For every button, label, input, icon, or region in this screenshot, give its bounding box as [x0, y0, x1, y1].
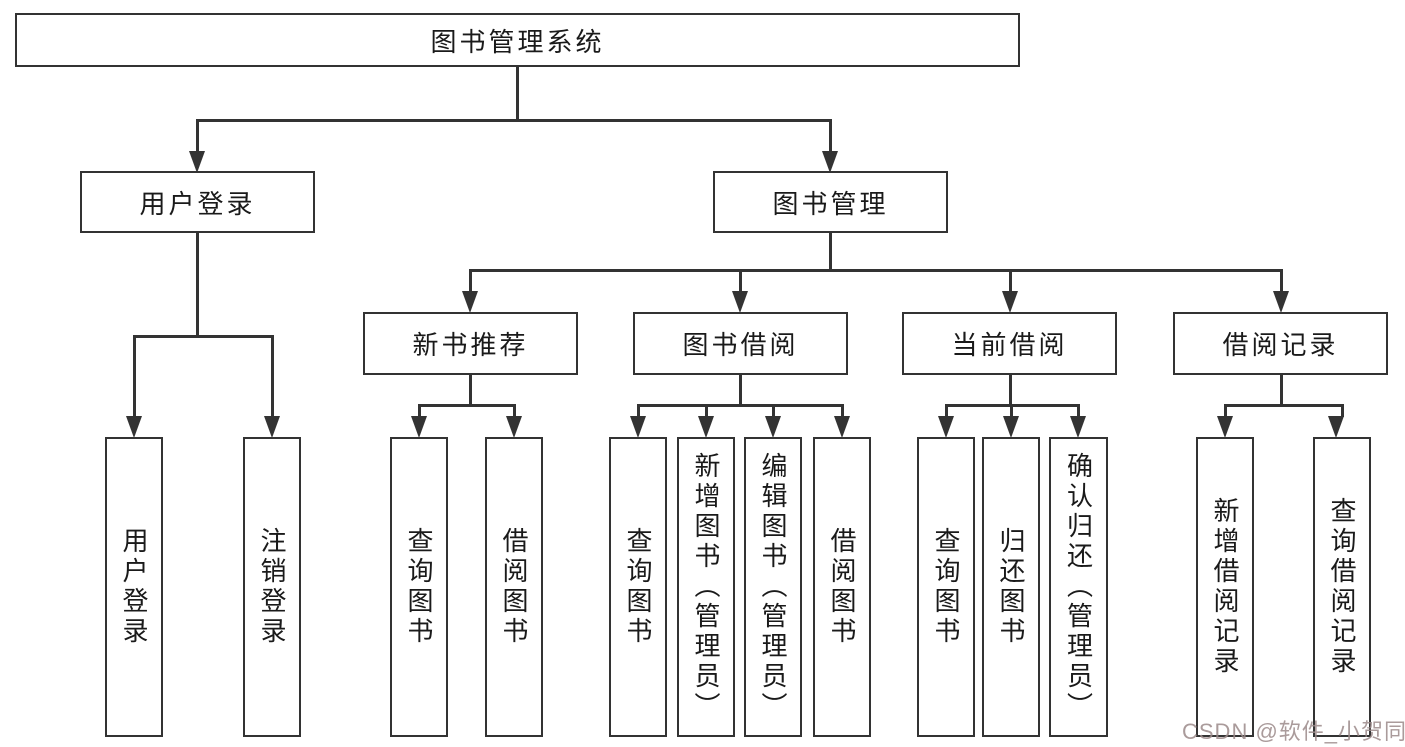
csdn-watermark: CSDN @软件_小贺同学: [1182, 719, 1405, 744]
node-user-login: 用户登录: [80, 171, 315, 233]
edge-bb-hline: [637, 404, 843, 407]
leaf-bb-add-admin: 新增图书（管理员）: [677, 437, 735, 737]
node-current-borrow: 当前借阅: [902, 312, 1117, 375]
edge-root-stem: [516, 66, 519, 120]
edge-bb-drop-2: [705, 404, 708, 417]
edge-bookmgmt-drop-1: [469, 269, 472, 294]
leaf-user-login-label: 用户登录: [119, 527, 149, 647]
edge-bb-drop-4: [841, 404, 844, 417]
edge-userlogin-stem: [196, 232, 199, 337]
node-root-label: 图书管理系统: [430, 26, 605, 57]
arrowhead-bb-edit: [765, 416, 781, 438]
leaf-bb-query-label: 查询图书: [623, 527, 653, 647]
node-new-book-recommend-label: 新书推荐: [412, 330, 529, 360]
leaf-logout-label: 注销登录: [257, 527, 287, 647]
leaf-user-login: 用户登录: [105, 437, 163, 737]
edge-bookmgmt-drop-4: [1280, 269, 1283, 294]
arrowhead-br-query: [1328, 416, 1344, 438]
edge-br-stem: [1280, 374, 1283, 406]
arrowhead-bb-query: [630, 416, 646, 438]
arrowhead-nb-borrow: [506, 416, 522, 438]
arrowhead-br-add: [1217, 416, 1233, 438]
edge-root-hline: [196, 119, 831, 122]
arrowhead-cb-query: [938, 416, 954, 438]
edge-userlogin-drop-1: [133, 335, 136, 417]
leaf-bb-borrow-label: 借阅图书: [827, 527, 857, 647]
leaf-br-add-record: 新增借阅记录: [1196, 437, 1254, 737]
node-book-management: 图书管理: [713, 171, 948, 233]
node-borrow-records-label: 借阅记录: [1222, 330, 1339, 360]
edge-newbook-drop-1: [418, 404, 421, 417]
arrowhead-leaf-logout: [264, 416, 280, 438]
edge-userlogin-drop-2: [271, 335, 274, 417]
arrowhead-leaf-userlogin: [126, 416, 142, 438]
node-book-management-label: 图书管理: [772, 188, 889, 219]
edge-bb-stem: [739, 374, 742, 406]
edge-bb-drop-3: [772, 404, 775, 417]
edge-cb-stem: [1009, 374, 1012, 406]
edge-bookmgmt-drop-3: [1009, 269, 1012, 294]
arrowhead-bb-borrow: [834, 416, 850, 438]
leaf-bb-add-admin-label: 新增图书（管理员）: [691, 452, 721, 722]
arrowhead-bookborrow: [732, 291, 748, 313]
leaf-br-query-record: 查询借阅记录: [1313, 437, 1371, 737]
leaf-cb-query: 查询图书: [917, 437, 975, 737]
leaf-newbook-query: 查询图书: [390, 437, 448, 737]
edge-br-hline: [1224, 404, 1343, 407]
arrowhead-newbook: [462, 291, 478, 313]
leaf-cb-return-label: 归还图书: [996, 527, 1026, 647]
node-borrow-records: 借阅记录: [1173, 312, 1388, 375]
edge-newbook-stem: [469, 374, 472, 406]
arrowhead-currentborrow: [1002, 291, 1018, 313]
leaf-br-add-record-label: 新增借阅记录: [1210, 497, 1240, 677]
edge-cb-drop-2: [1010, 404, 1013, 417]
arrowhead-cb-return: [1003, 416, 1019, 438]
edge-br-drop-1: [1224, 404, 1227, 417]
edge-root-drop-right: [829, 119, 832, 154]
node-user-login-label: 用户登录: [139, 188, 256, 219]
edge-root-drop-left: [196, 119, 199, 154]
leaf-newbook-query-label: 查询图书: [404, 527, 434, 647]
edge-newbook-drop-2: [513, 404, 516, 417]
node-book-borrow: 图书借阅: [633, 312, 848, 375]
arrowhead-user-login: [189, 151, 205, 173]
node-root: 图书管理系统: [15, 13, 1020, 67]
edge-userlogin-hline: [133, 335, 274, 338]
edge-br-drop-2: [1341, 404, 1344, 417]
node-book-borrow-label: 图书借阅: [682, 330, 799, 360]
edge-bookmgmt-drop-2: [739, 269, 742, 294]
edge-newbook-hline: [418, 404, 515, 407]
leaf-newbook-borrow-label: 借阅图书: [499, 527, 529, 647]
edge-bookmgmt-stem: [829, 232, 832, 271]
leaf-br-query-record-label: 查询借阅记录: [1327, 497, 1357, 677]
leaf-cb-query-label: 查询图书: [931, 527, 961, 647]
arrowhead-borrowrecord: [1273, 291, 1289, 313]
node-new-book-recommend: 新书推荐: [363, 312, 578, 375]
leaf-cb-confirm-admin: 确认归还（管理员）: [1049, 437, 1108, 737]
leaf-bb-query: 查询图书: [609, 437, 667, 737]
arrowhead-nb-query: [411, 416, 427, 438]
leaf-bb-edit-admin: 编辑图书（管理员）: [744, 437, 802, 737]
edge-bookmgmt-hline: [469, 269, 1283, 272]
arrowhead-cb-confirm: [1070, 416, 1086, 438]
leaf-bb-borrow: 借阅图书: [813, 437, 871, 737]
edge-cb-drop-3: [1077, 404, 1080, 417]
edge-cb-drop-1: [945, 404, 948, 417]
leaf-newbook-borrow: 借阅图书: [485, 437, 543, 737]
arrowhead-book-mgmt: [822, 151, 838, 173]
edge-bb-drop-1: [637, 404, 640, 417]
arrowhead-bb-add: [698, 416, 714, 438]
leaf-bb-edit-admin-label: 编辑图书（管理员）: [758, 452, 788, 722]
node-current-borrow-label: 当前借阅: [951, 330, 1068, 360]
leaf-logout: 注销登录: [243, 437, 301, 737]
leaf-cb-return: 归还图书: [982, 437, 1040, 737]
leaf-cb-confirm-admin-label: 确认归还（管理员）: [1063, 452, 1094, 722]
